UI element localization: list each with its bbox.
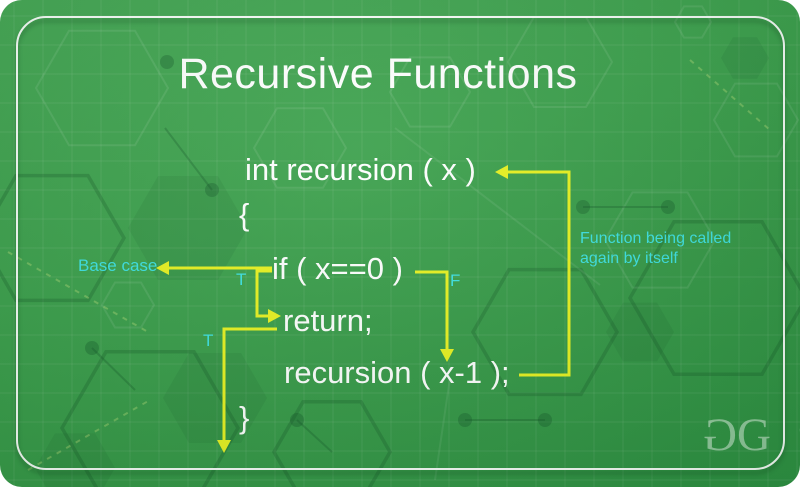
code-line-recursive-call: recursion ( x-1 ); [284, 355, 510, 390]
code-line-return: return; [283, 303, 373, 338]
true-label-1: T [236, 270, 247, 289]
code-line-signature: int recursion ( x ) [245, 152, 476, 187]
geeksforgeeks-logo: GG [706, 409, 771, 461]
recursion-note: Function being called again by itself [580, 230, 732, 267]
logo-g: G [736, 409, 771, 461]
code-line-if: if ( x==0 ) [272, 251, 403, 286]
true-label-2: T [203, 331, 214, 350]
code-close-brace: } [239, 400, 250, 435]
logo-g-mirrored: G [706, 409, 737, 461]
page-title: Recursive Functions [178, 50, 578, 98]
code-open-brace: { [239, 197, 250, 232]
false-label: F [450, 271, 461, 290]
base-case-label: Base case [78, 256, 158, 275]
